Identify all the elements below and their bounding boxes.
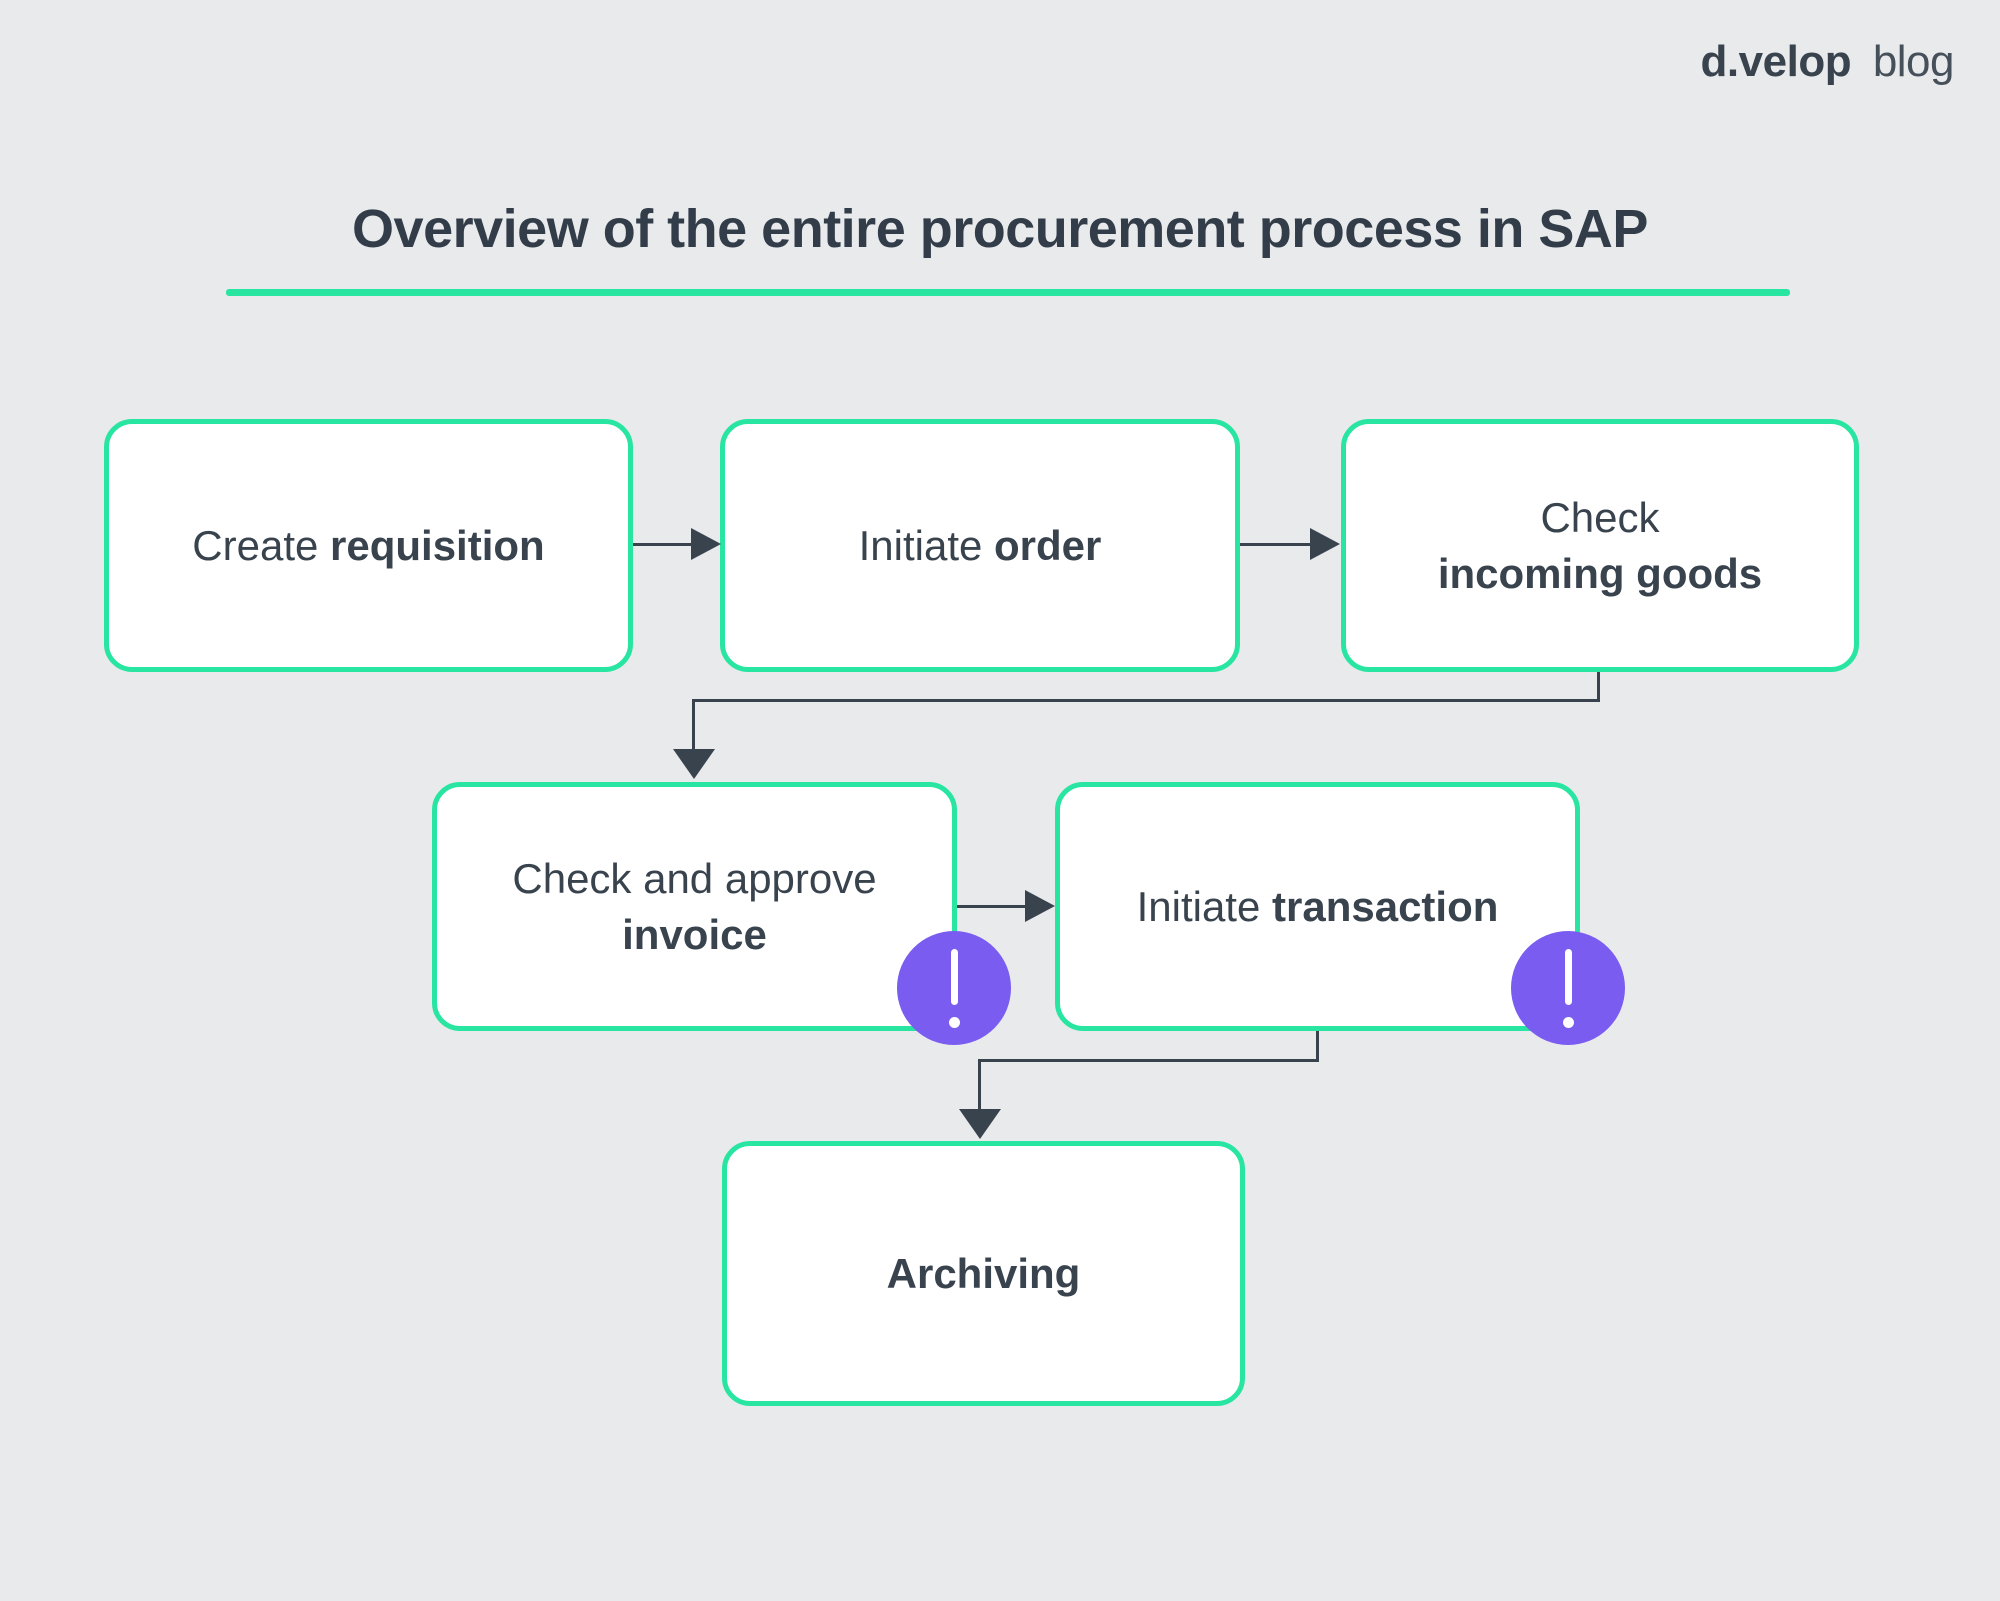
connector-goods-to-invoice-segment bbox=[692, 699, 1600, 702]
arrow-invoice-to-transaction bbox=[957, 905, 1027, 908]
page-title: Overview of the entire procurement proce… bbox=[352, 199, 1648, 259]
logo-brand-text: d.velop bbox=[1700, 37, 1852, 86]
node-initiate-order: Initiate order bbox=[720, 419, 1240, 672]
title-underline bbox=[226, 289, 1790, 296]
connector-transaction-to-archiving-segment bbox=[978, 1059, 1319, 1062]
connector-goods-to-invoice-segment bbox=[692, 699, 695, 751]
connector-transaction-to-archiving-segment bbox=[1316, 1031, 1319, 1062]
arrowhead-down-icon bbox=[673, 749, 715, 779]
connector-goods-to-invoice-segment bbox=[1597, 672, 1600, 702]
arrowhead-down-icon bbox=[959, 1109, 1001, 1139]
connector-transaction-to-archiving-segment bbox=[978, 1059, 981, 1111]
node-label: Initiate order bbox=[858, 521, 1102, 569]
node-label: Initiate transaction bbox=[1136, 882, 1499, 930]
arrow-order-to-goods bbox=[1240, 543, 1312, 546]
node-create-requisition: Create requisition bbox=[104, 419, 633, 672]
exclamation-icon bbox=[1562, 1016, 1574, 1028]
node-label: Create requisition bbox=[192, 521, 545, 569]
arrowhead-right-icon bbox=[691, 528, 721, 560]
node-initiate-transaction: Initiate transaction bbox=[1055, 782, 1580, 1031]
exclamation-icon bbox=[1564, 948, 1572, 1005]
dvelop-blog-logo: d.velop blog bbox=[1700, 37, 1955, 86]
arrowhead-right-icon bbox=[1310, 528, 1340, 560]
exclamation-icon bbox=[950, 948, 958, 1005]
alert-badge-invoice bbox=[897, 931, 1011, 1045]
node-archiving: Archiving bbox=[722, 1141, 1245, 1406]
arrowhead-right-icon bbox=[1025, 890, 1055, 922]
arrow-requisition-to-order bbox=[633, 543, 693, 546]
exclamation-icon bbox=[948, 1016, 960, 1028]
alert-badge-transaction bbox=[1511, 931, 1625, 1045]
node-label: Archiving bbox=[886, 1249, 1081, 1297]
logo-blog-text: blog bbox=[1872, 37, 1955, 86]
